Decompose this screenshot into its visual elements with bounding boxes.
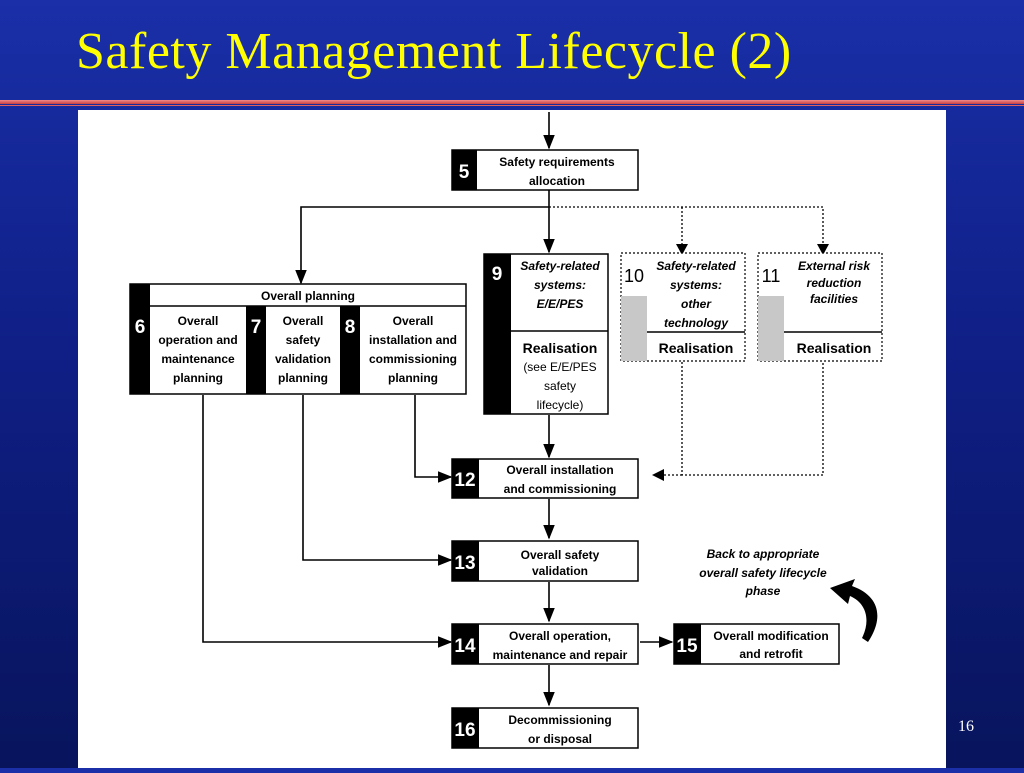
box-10-safety-related-other-technology: 10 Safety-related systems: other technol… — [620, 252, 746, 362]
lifecycle-diagram: 5 Safety requirements allocation 9 Safet… — [129, 112, 883, 749]
box-7-number: 7 — [251, 317, 262, 338]
svg-text:safety: safety — [286, 333, 321, 347]
svg-text:External risk: External risk — [798, 259, 871, 273]
svg-text:systems:: systems: — [534, 278, 586, 292]
svg-text:commissioning: commissioning — [369, 352, 457, 366]
arrow-6-to-14 — [202, 395, 453, 648]
svg-text:safety: safety — [544, 379, 576, 393]
svg-text:and retrofit: and retrofit — [739, 647, 802, 661]
dotted-arrowheads — [652, 244, 829, 481]
box-8-number: 8 — [345, 317, 356, 338]
box-5-safety-requirements-allocation: 5 Safety requirements allocation — [451, 149, 639, 191]
box-14-operation-maintenance: 14 Overall operation, maintenance and re… — [451, 623, 639, 665]
arrow-5-to-planning — [295, 206, 549, 285]
svg-text:facilities: facilities — [810, 292, 858, 306]
page-number: 16 — [958, 718, 974, 735]
svg-text:maintenance: maintenance — [161, 352, 235, 366]
svg-text:Decommissioning: Decommissioning — [508, 713, 611, 727]
box-15-modification-retrofit: 15 Overall modification and retrofit — [673, 623, 840, 665]
curved-return-arrow-icon — [830, 579, 878, 642]
svg-text:validation: validation — [275, 352, 331, 366]
arrow-8-to-12 — [414, 395, 453, 483]
svg-text:Realisation: Realisation — [659, 340, 734, 356]
svg-text:Overall safety: Overall safety — [521, 548, 600, 562]
box-9-number: 9 — [492, 264, 503, 285]
svg-text:allocation: allocation — [529, 174, 585, 188]
box-11-number: 11 — [762, 266, 781, 286]
svg-text:Overall: Overall — [178, 314, 219, 328]
box-16-number: 16 — [454, 720, 475, 741]
box-10-number: 10 — [624, 266, 644, 286]
svg-text:and commissioning: and commissioning — [504, 482, 617, 496]
svg-text:systems:: systems: — [670, 278, 722, 292]
svg-text:Safety-related: Safety-related — [656, 259, 736, 273]
connectors — [202, 112, 674, 707]
box-6-number: 6 — [135, 317, 146, 338]
svg-text:maintenance and repair: maintenance and repair — [493, 648, 628, 662]
svg-text:Safety requirements: Safety requirements — [499, 155, 615, 169]
svg-text:planning: planning — [173, 371, 223, 385]
svg-text:validation: validation — [532, 564, 588, 578]
box-11-external-risk-reduction: 11 External risk reduction facilities Re… — [757, 252, 883, 362]
svg-text:E/E/PES: E/E/PES — [537, 297, 584, 311]
dotted-5-to-10-11 — [549, 206, 824, 250]
dotted-10-11-to-12 — [681, 362, 824, 476]
box-14-number: 14 — [454, 636, 476, 657]
svg-text:Overall: Overall — [283, 314, 324, 328]
svg-text:phase: phase — [745, 584, 781, 598]
box-16-decommissioning: 16 Decommissioning or disposal — [451, 707, 639, 749]
overall-planning-header: Overall planning — [261, 289, 355, 303]
overall-planning-group: Overall planning 6 Overall operation and… — [129, 283, 467, 395]
svg-text:Overall: Overall — [393, 314, 434, 328]
title-divider — [0, 100, 1024, 104]
svg-text:lifecycle): lifecycle) — [537, 398, 584, 412]
box-9-safety-related-eepes: 9 Safety-related systems: E/E/PES Realis… — [483, 253, 609, 415]
svg-text:(see E/E/PES: (see E/E/PES — [523, 360, 596, 374]
svg-text:Overall installation: Overall installation — [506, 463, 613, 477]
box-15-number: 15 — [676, 636, 698, 657]
svg-text:Overall operation,: Overall operation, — [509, 629, 611, 643]
svg-text:Realisation: Realisation — [523, 340, 598, 356]
svg-text:Overall modification: Overall modification — [713, 629, 828, 643]
svg-text:installation and: installation and — [369, 333, 457, 347]
box-5-number: 5 — [459, 162, 470, 183]
svg-text:planning: planning — [278, 371, 328, 385]
svg-text:or disposal: or disposal — [528, 732, 592, 746]
title-divider-thin — [0, 105, 1024, 106]
box-13-number: 13 — [454, 553, 475, 574]
box-12-number: 12 — [454, 470, 475, 491]
svg-text:overall safety lifecycle: overall safety lifecycle — [699, 566, 827, 580]
svg-text:planning: planning — [388, 371, 438, 385]
svg-text:other: other — [681, 297, 712, 311]
svg-text:reduction: reduction — [807, 276, 862, 290]
svg-text:Back to appropriate: Back to appropriate — [707, 547, 820, 561]
diagram-panel: 5 Safety requirements allocation 9 Safet… — [78, 110, 946, 768]
box-13-safety-validation: 13 Overall safety validation — [451, 540, 639, 582]
box-12-installation-commissioning: 12 Overall installation and commissionin… — [451, 458, 639, 499]
svg-text:operation and: operation and — [158, 333, 237, 347]
slide-title: Safety Management Lifecycle (2) — [76, 23, 792, 80]
arrow-7-to-13 — [302, 395, 453, 566]
svg-text:Realisation: Realisation — [797, 340, 872, 356]
svg-text:technology: technology — [664, 316, 729, 330]
svg-text:Safety-related: Safety-related — [520, 259, 600, 273]
back-to-phase-annotation: Back to appropriate overall safety lifec… — [699, 547, 827, 598]
